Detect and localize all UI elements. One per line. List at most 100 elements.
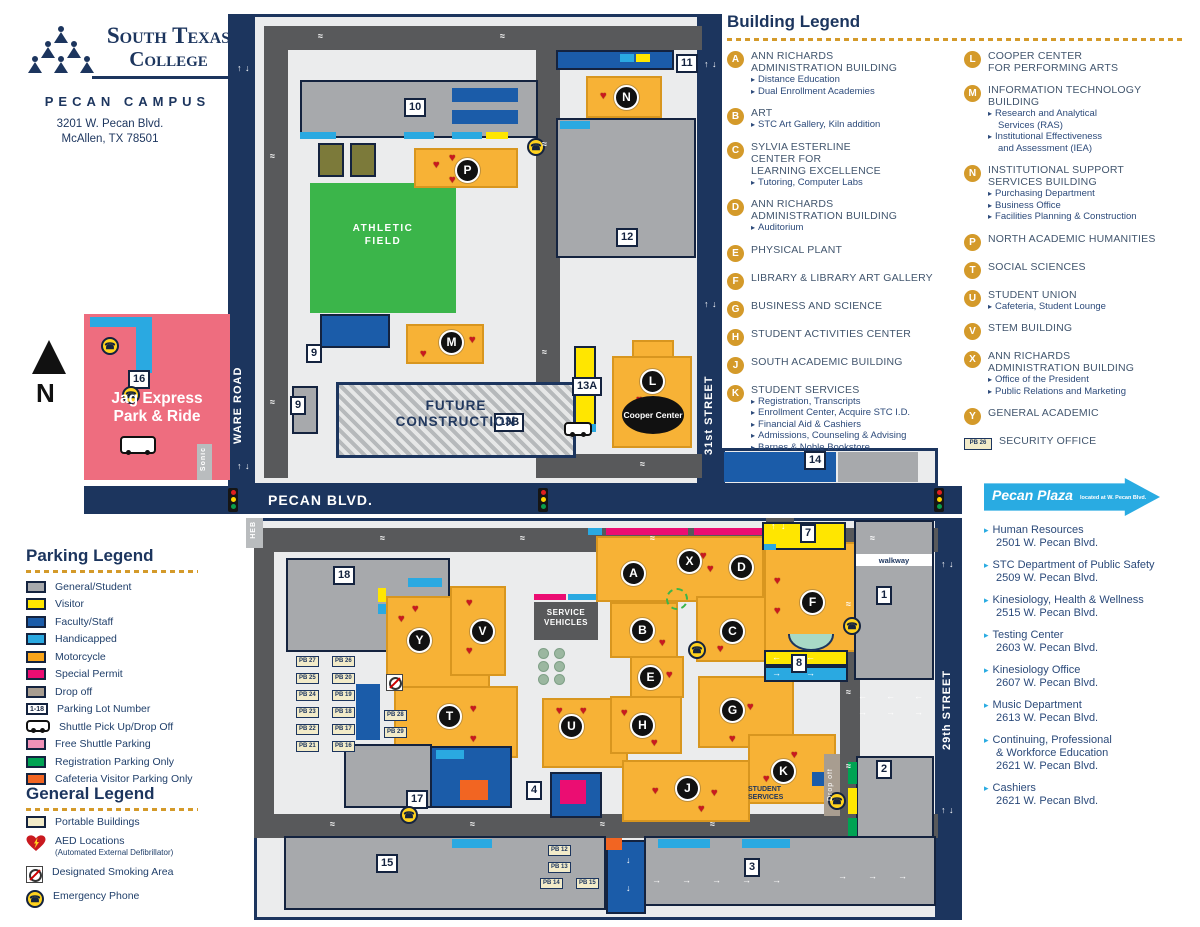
subitem-arrow-icon: ▸ — [751, 177, 756, 187]
aed-heart-icon: ♥ — [707, 563, 714, 575]
road-segment — [254, 814, 938, 838]
portable-building-badge-PB-13: PB 13 — [548, 862, 571, 873]
aed-heart-icon: ♥ — [469, 334, 476, 346]
road-mark: ≈ — [470, 819, 475, 829]
legend-entry-name: COOPER CENTER — [988, 50, 1083, 62]
parking-swatch-general — [26, 580, 46, 593]
map-area-building — [698, 676, 794, 748]
road-mark: ≈ — [640, 459, 645, 469]
general-legend-label-line: Designated Smoking Area — [52, 866, 174, 878]
map-area-court — [318, 143, 344, 177]
sonic-label: Sonic — [197, 444, 212, 480]
parking-legend-item: Visitor — [26, 596, 256, 614]
map-area-handicapped — [620, 54, 634, 62]
subitem-arrow-icon: ▸ — [751, 408, 756, 417]
lot-badge-12: 12 — [616, 228, 639, 247]
aed-heart-icon: ♥ — [470, 733, 477, 745]
legend-entry-name: SOUTH ACADEMIC BUILDING — [751, 355, 903, 368]
map-area-faculty — [452, 88, 518, 102]
college-logo-icon — [28, 26, 98, 76]
road-mark: ≈ — [846, 599, 851, 609]
map-area-special — [560, 780, 586, 804]
pecan-plaza-arrow: Pecan Plaza located at W. Pecan Blvd. — [984, 478, 1160, 516]
map-area-road — [534, 602, 598, 640]
lot-badge-18: 18 — [333, 566, 356, 585]
pecan-plaza-item: ▸Continuing, Professional& Workforce Edu… — [984, 734, 1198, 773]
portable-building-badge-PB-15: PB 15 — [576, 878, 599, 889]
traffic-light-red — [936, 490, 942, 495]
street-29-label: 29th STREET — [941, 669, 953, 751]
aed-heart-icon: ♥ — [433, 159, 440, 171]
portable-building-badge-PB-27: PB 27 — [296, 656, 319, 667]
subitem-arrow-icon: ▸ — [988, 189, 993, 198]
legend-entry-text: PHYSICAL PLANT — [751, 244, 842, 262]
emergency-phone-icon: ☎ — [527, 138, 545, 156]
road-mark: → — [742, 875, 751, 885]
plaza-arrow-icon: ▸ — [984, 525, 989, 535]
plaza-arrow-icon: ▸ — [984, 665, 989, 675]
legend-entry-subitem: ▸Research and Analytical — [988, 108, 1097, 119]
map-area-handicapped — [452, 132, 482, 139]
plaza-item-address: 2621 W. Pecan Blvd. — [996, 795, 1099, 807]
map-area-special — [534, 594, 566, 600]
plaza-item-name: & Workforce Education — [996, 747, 1109, 759]
cooper-center-label: Cooper Center — [622, 396, 684, 434]
subitem-arrow-icon: ▸ — [751, 396, 756, 406]
legend-entry-subitem: and Assessment (IEA) — [998, 142, 1092, 154]
road-mark: → — [914, 707, 923, 717]
lot-badge-9: 9 — [290, 396, 307, 415]
bus-wheel — [126, 450, 131, 455]
legend-entry-subitem: ▸Distance Education — [751, 74, 840, 85]
aed-heart-icon: ♥ — [717, 643, 724, 655]
general-legend-label-line: AED Locations — [55, 835, 125, 847]
road-mark: ≈ — [270, 151, 275, 161]
building-marker-B: B — [630, 618, 655, 643]
road-mark: ≈ — [870, 533, 875, 543]
plaza-item-name: ▸STC Department of Public Safety — [984, 559, 1155, 571]
building-marker-H: H — [630, 713, 655, 738]
legend-entry-text: STUDENT UNION▸Cafeteria, Student Lounge — [988, 289, 1106, 313]
map-area-handicapped — [300, 132, 336, 139]
designated-smoking-icon — [386, 674, 403, 691]
map-area-handicapped — [568, 594, 598, 600]
legend-entry-name: SECURITY OFFICE — [999, 435, 1097, 447]
legend-entry-name: ADMINISTRATION BUILDING — [751, 62, 898, 74]
legend-entry-subitem: ▸Office of the President — [988, 374, 1089, 385]
traffic-light-red — [540, 490, 546, 495]
subitem-arrow-icon: ▸ — [988, 386, 993, 396]
subitem-arrow-icon: ▸ — [751, 86, 756, 96]
legend-entry-text: ART▸STC Art Gallery, Kiln addition — [751, 107, 880, 131]
walkway-label: walkway — [878, 556, 910, 565]
aed-heart-icon: ♥ — [556, 705, 563, 717]
shuttle-bus-icon — [564, 422, 592, 437]
heb-label: HEB — [246, 518, 263, 548]
subitem-arrow-icon: ▸ — [988, 212, 993, 221]
legend-badge-X: X — [964, 351, 981, 368]
parking-legend-item: Motorcycle — [26, 648, 256, 666]
college-name-line2: College — [129, 47, 208, 71]
north-arrow-icon — [32, 340, 66, 374]
jag-express-line2: Park & Ride — [113, 408, 201, 425]
plaza-item-address: 2515 W. Pecan Blvd. — [996, 607, 1099, 619]
designated-smoking-icon — [26, 866, 43, 883]
legend-entry-name: NORTH ACADEMIC HUMANITIES — [988, 232, 1156, 245]
road-mark: → — [682, 875, 691, 885]
logo-person-icon — [80, 56, 94, 73]
portable-building-badge-PB-17: PB 17 — [332, 724, 355, 735]
parking-legend-label: Handicapped — [55, 633, 117, 646]
map-area-handicapped — [404, 132, 434, 139]
pecan-plaza-title: Pecan Plaza — [992, 487, 1073, 503]
road-mark: ↑ — [941, 805, 946, 815]
parking-swatch-registration — [26, 755, 46, 768]
map-area-faculty — [356, 684, 380, 740]
legend-badge-E: E — [727, 244, 744, 262]
parking-legend-label: Drop off — [55, 685, 93, 698]
legend-entry-subitem: ▸Dual Enrollment Academies — [751, 85, 875, 97]
lot-badge-8: 8 — [791, 654, 808, 673]
